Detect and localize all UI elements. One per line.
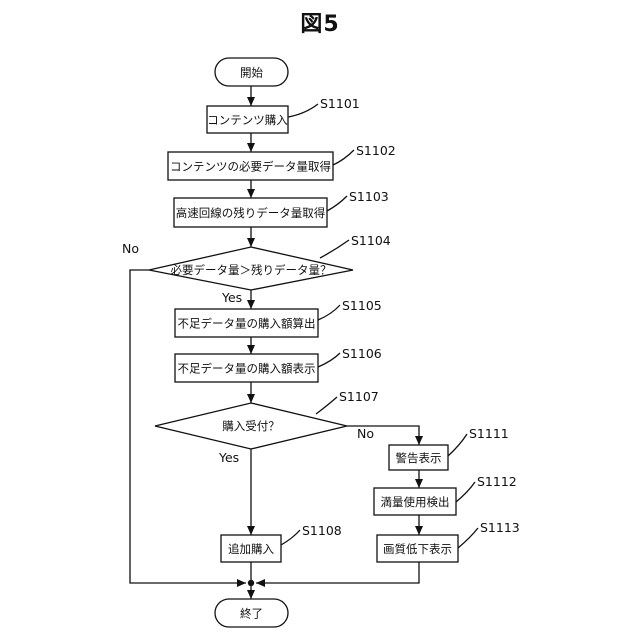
leader-s1112 [456,482,475,502]
leader-s1106 [318,353,340,367]
end-label: 終了 [240,607,263,621]
leader-s1101 [288,104,318,117]
step-number-s1112: S1112 [477,474,517,489]
join-point [248,580,254,586]
process-label-s1108: 追加購入 [228,542,274,556]
leader-s1107 [316,397,337,414]
leader-s1102 [333,150,354,165]
step-number-s1104: S1104 [351,233,391,248]
branch-label-s1104-yes: Yes [221,290,242,305]
step-number-s1101: S1101 [320,96,360,111]
step-number-s1106: S1106 [342,346,382,361]
process-label-s1105: 不足データ量の購入額算出 [178,317,316,331]
process-label-s1102: コンテンツの必要データ量取得 [170,160,331,174]
connector-s1113-join [256,562,419,583]
branch-label-s1107-no: No [357,426,374,441]
leader-s1113 [458,528,478,548]
decision-label-s1104: 必要データ量＞残りデータ量？ [171,263,332,277]
leader-s1103 [327,196,347,211]
step-number-s1111: S1111 [469,426,509,441]
leader-s1104 [320,240,349,258]
decision-label-s1107: 購入受付？ [222,419,280,433]
step-number-s1105: S1105 [342,298,382,313]
process-label-s1101: コンテンツ購入 [207,113,288,127]
step-number-s1102: S1102 [356,143,396,158]
process-label-s1113: 画質低下表示 [383,542,452,556]
step-number-s1113: S1113 [480,520,520,535]
leader-s1111 [448,434,467,456]
step-number-s1108: S1108 [302,523,342,538]
process-label-s1111: 警告表示 [396,451,442,465]
leader-s1105 [318,305,340,320]
process-label-s1106: 不足データ量の購入額表示 [178,362,316,376]
branch-label-s1104-no: No [122,241,139,256]
process-label-s1103: 高速回線の残りデータ量取得 [176,206,326,220]
leader-s1108 [281,530,300,545]
process-label-s1112: 満量使用検出 [381,495,450,509]
step-number-s1103: S1103 [349,189,389,204]
branch-label-s1107-yes: Yes [218,450,239,465]
start-label: 開始 [240,66,263,80]
step-number-s1107: S1107 [339,389,379,404]
